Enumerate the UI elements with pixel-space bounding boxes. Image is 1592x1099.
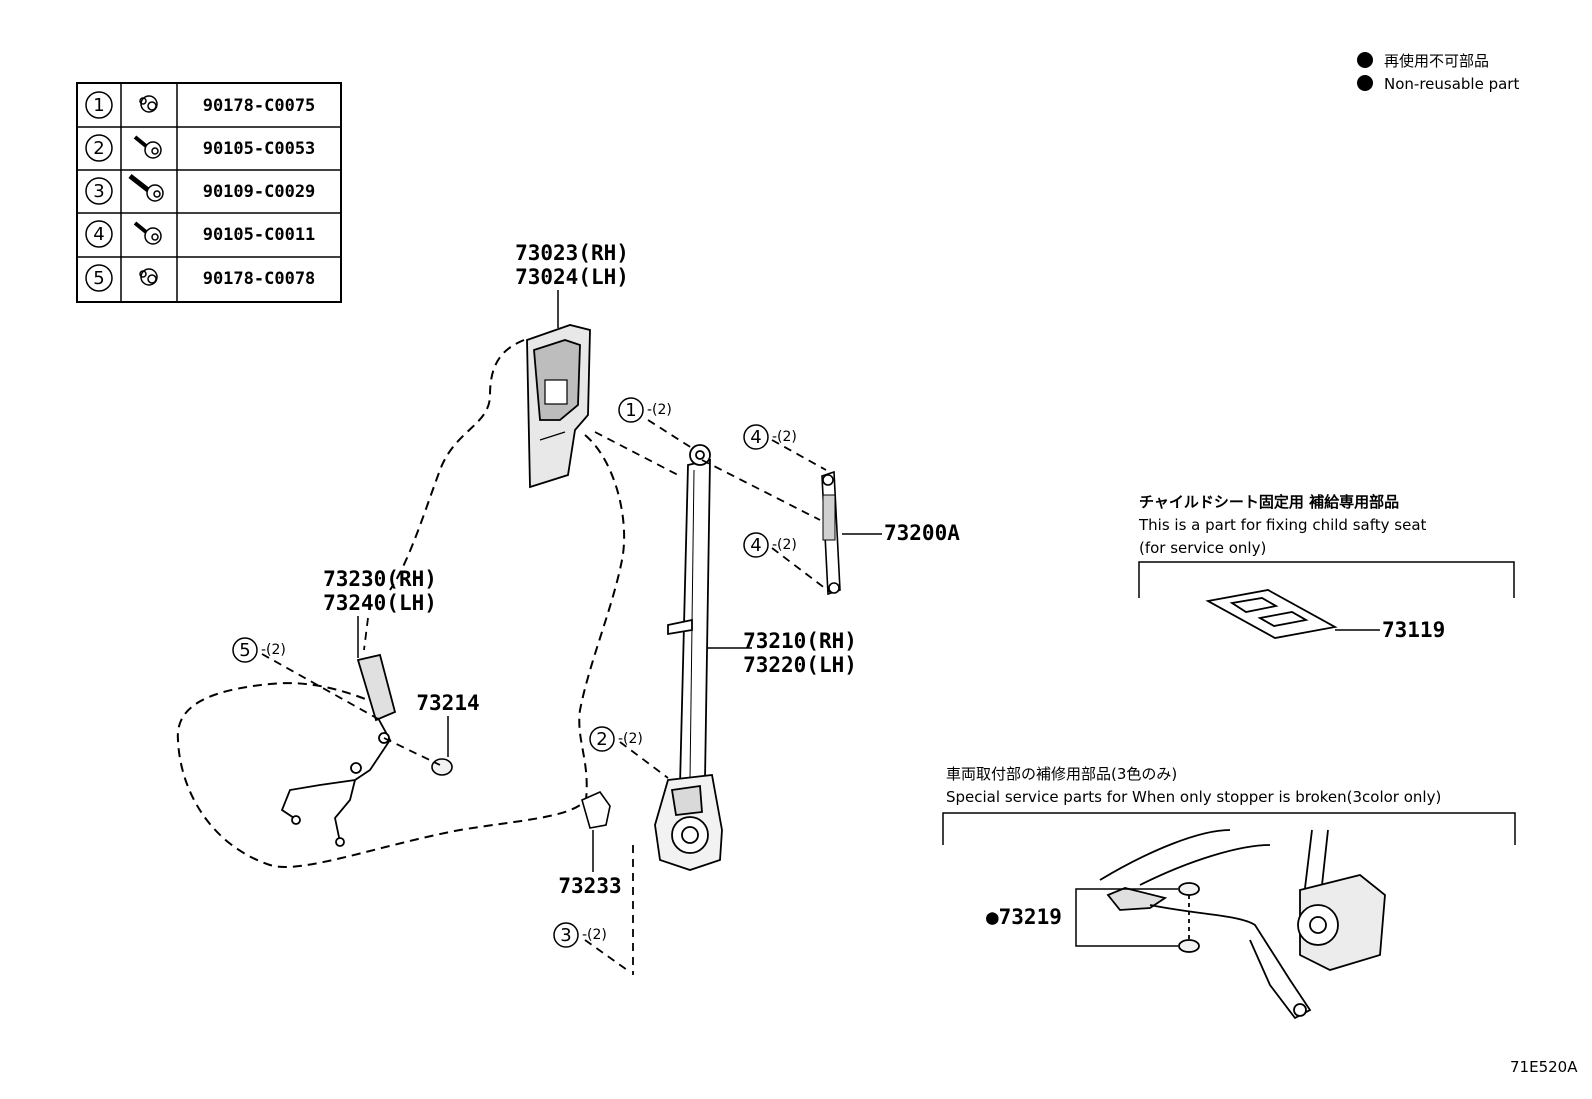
stopper-bracket bbox=[942, 812, 1516, 845]
fastener-ref: 5 bbox=[93, 268, 104, 289]
fastener-part-number: 90105-C0011 bbox=[203, 225, 316, 245]
bolt-icon bbox=[133, 221, 162, 245]
fastener-part-number: 90178-C0078 bbox=[203, 269, 316, 289]
fastener-ref: 3 bbox=[93, 181, 104, 202]
fastener-ref: 2 bbox=[93, 138, 104, 159]
callout-qty: -(2) bbox=[618, 731, 643, 747]
label-73233: 73233 bbox=[558, 874, 621, 898]
nut-icon bbox=[139, 268, 158, 286]
callout-ref: 4 bbox=[750, 535, 761, 556]
callout-qty: -(2) bbox=[772, 429, 797, 445]
stopper-note-jp: 車両取付部の補修用部品(3色のみ) bbox=[946, 765, 1177, 783]
fastener-part-number: 90105-C0053 bbox=[203, 139, 316, 159]
fastener-row: 5 90178-C0078 bbox=[85, 264, 316, 292]
callout-qty: -(2) bbox=[582, 927, 607, 943]
outer-belt-73210 bbox=[654, 444, 723, 871]
fastener-row: 2 90105-C0053 bbox=[85, 134, 316, 162]
label-73024: 73024(LH) bbox=[515, 265, 629, 289]
nut-icon bbox=[139, 95, 158, 113]
legend: 再使用不可部品 Non-reusable part bbox=[1357, 52, 1519, 93]
label-73219: ●73219 bbox=[986, 905, 1062, 929]
bullet-icon bbox=[1357, 52, 1373, 68]
washer-73214 bbox=[431, 758, 453, 776]
callout: 4 -(2) bbox=[743, 532, 797, 558]
callout: 1 -(2) bbox=[618, 397, 672, 423]
child-seat-note-jp: チャイルドシート固定用 補給専用部品 bbox=[1139, 493, 1399, 511]
label-73210: 73210(RH) bbox=[743, 629, 857, 653]
stopper-assembly bbox=[1099, 829, 1386, 1020]
child-seat-note-service: (for service only) bbox=[1139, 539, 1266, 557]
label-73200A: 73200A bbox=[884, 521, 960, 545]
stopper-bracket-lines bbox=[1075, 888, 1178, 947]
bullet-icon bbox=[1357, 75, 1373, 91]
callout: 2 -(2) bbox=[589, 726, 643, 752]
child-seat-bracket bbox=[1138, 561, 1515, 598]
callout-qty: -(2) bbox=[261, 642, 286, 658]
label-73230: 73230(RH) bbox=[323, 567, 437, 591]
cover-73233 bbox=[581, 791, 611, 829]
figure-id: 71E520A bbox=[1510, 1058, 1578, 1076]
fastener-part-number: 90109-C0029 bbox=[203, 182, 316, 202]
child-seat-note: チャイルドシート固定用 補給専用部品 This is a part for fi… bbox=[1138, 493, 1427, 557]
fastener-ref: 1 bbox=[93, 95, 104, 116]
inner-buckle-73230 bbox=[280, 653, 397, 847]
bolt-icon bbox=[133, 135, 162, 159]
long-bolt-icon bbox=[128, 174, 164, 202]
legend-jp: 再使用不可部品 bbox=[1384, 52, 1489, 70]
label-73023: 73023(RH) bbox=[515, 241, 629, 265]
legend-en: Non-reusable part bbox=[1384, 75, 1519, 93]
fastener-part-number: 90178-C0075 bbox=[203, 96, 316, 116]
leader-lines bbox=[261, 419, 831, 975]
shoulder-adjuster-73200A bbox=[821, 470, 841, 596]
child-seat-note-en: This is a part for fixing child safty se… bbox=[1138, 516, 1427, 534]
label-73240: 73240(LH) bbox=[323, 591, 437, 615]
callout: 3 -(2) bbox=[553, 922, 607, 948]
child-seat-part-73119 bbox=[1205, 589, 1338, 639]
callout-qty: -(2) bbox=[647, 402, 672, 418]
stopper-note: 車両取付部の補修用部品(3色のみ) Special service parts … bbox=[946, 765, 1441, 806]
stopper-note-en: Special service parts for When only stop… bbox=[946, 788, 1441, 806]
callout-ref: 4 bbox=[750, 427, 761, 448]
label-73119: 73119 bbox=[1382, 618, 1445, 642]
label-73220: 73220(LH) bbox=[743, 653, 857, 677]
callout-ref: 1 bbox=[625, 400, 636, 421]
fastener-row: 4 90105-C0011 bbox=[85, 220, 316, 248]
fastener-ref: 4 bbox=[93, 224, 104, 245]
callout-ref: 3 bbox=[560, 925, 571, 946]
callout-ref: 2 bbox=[596, 729, 607, 750]
callout: 4 -(2) bbox=[743, 424, 797, 450]
fastener-row: 1 90178-C0075 bbox=[85, 91, 316, 119]
fastener-row: 3 90109-C0029 bbox=[85, 174, 316, 205]
callout-ref: 5 bbox=[239, 640, 250, 661]
seat-outline bbox=[176, 339, 626, 868]
label-73214: 73214 bbox=[416, 691, 479, 715]
pillar-trim-73023 bbox=[526, 324, 591, 489]
callout-qty: -(2) bbox=[772, 537, 797, 553]
fastener-table bbox=[76, 82, 342, 303]
callout: 5 -(2) bbox=[232, 637, 286, 663]
